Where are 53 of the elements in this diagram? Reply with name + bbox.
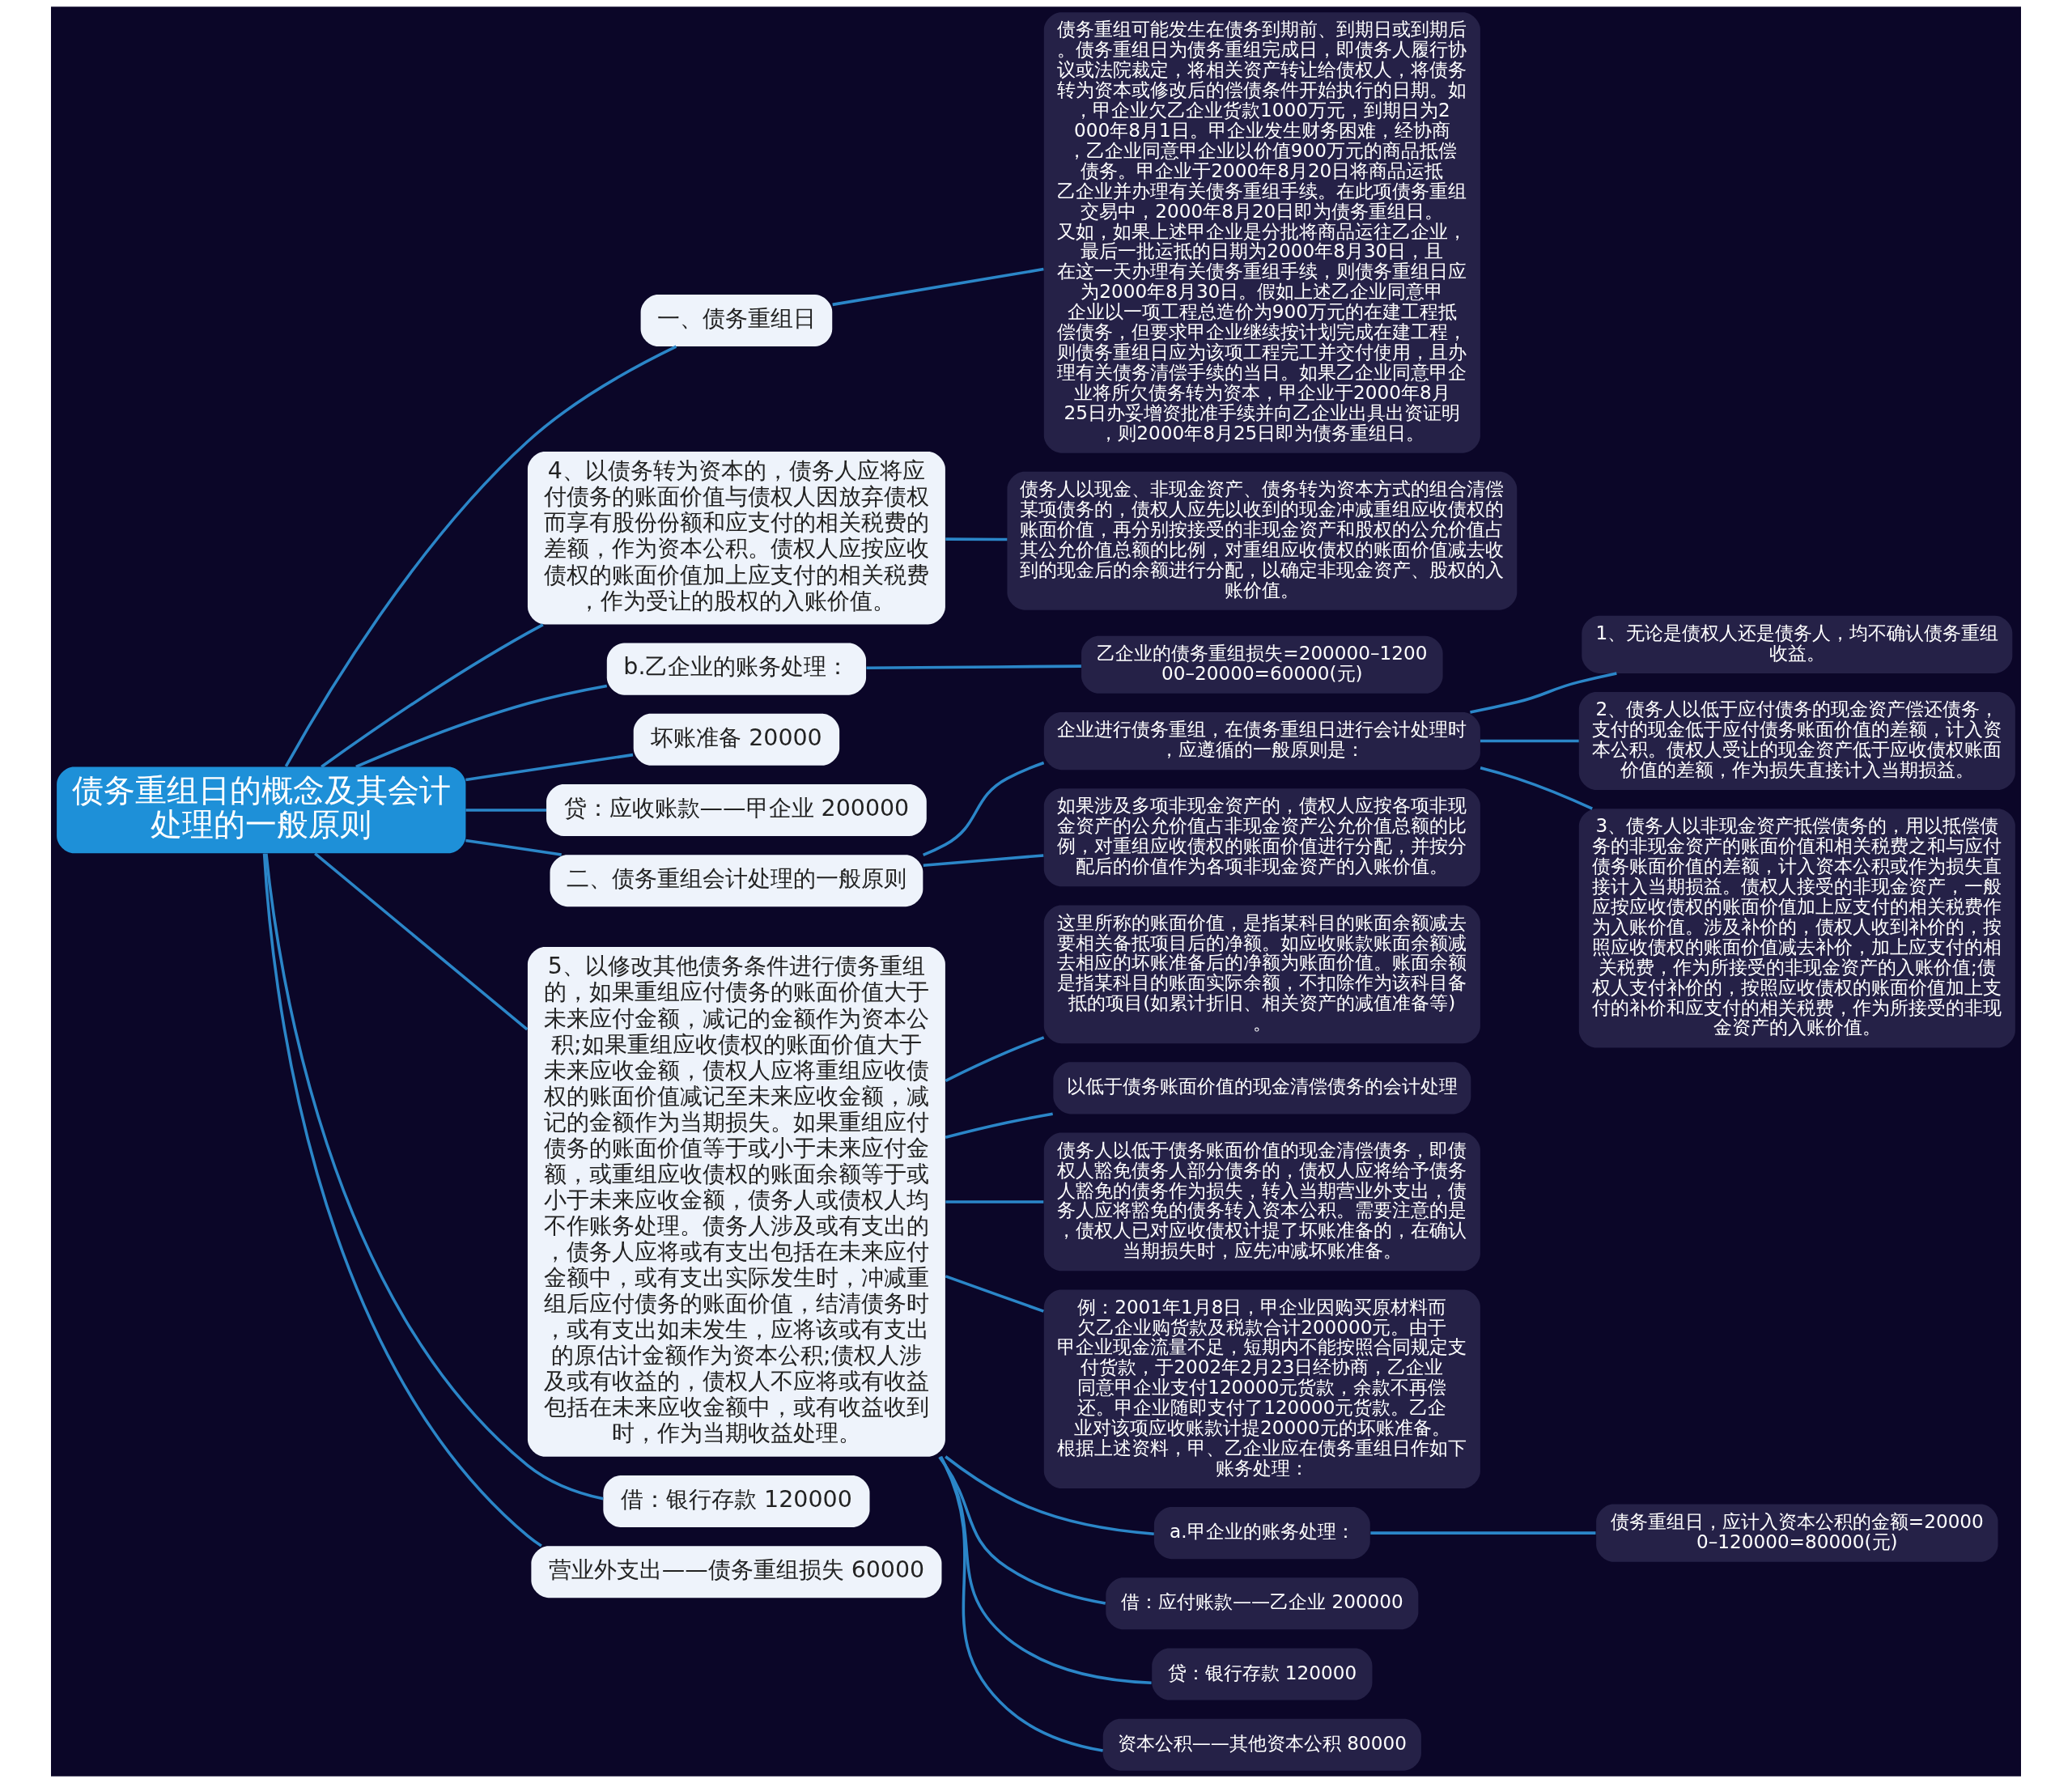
connector	[314, 852, 529, 1031]
connector	[355, 684, 608, 769]
connector	[1470, 672, 1617, 714]
node-box: 3、债务人以非现金资产抵偿债务的，用以抵偿债务的非现金资产的账面价值和相关税费之和与应付债务账面价值的差额，计入资本公积或作为损失直接计入当期损益。债权人接受的非现金资产，一般应按应收债权的账面价值加上应支付的相关税费作为入账价值。涉及补价的，债权人收到补价的，按照应收债权的账面价值减去补价，加上应支付的相关税费，作为所接受的非现金资产的入账价值;债权人支付补价的，按照应收债权的账面价值加上支付的补价和应支付的相关税费，作为所接受的非现金资产的入账价值。	[1578, 809, 2015, 1048]
connector	[939, 1456, 1103, 1752]
node-box: 2、债务人以低于应付债务的现金资产偿还债务，支付的现金低于应付债务账面价值的差额，计入资本公积。债权人受让的现金资产低于应收债权账面价值的差额，作为损失直接计入当期损益。	[1578, 692, 2015, 791]
node-box: b.乙企业的账务处理：	[606, 643, 867, 695]
connector	[262, 853, 542, 1547]
connector	[945, 537, 1008, 541]
node-box: 一、债务重组日	[640, 295, 833, 347]
node-box: 乙企业的债务重组损失=200000–120000–20000=60000(元)	[1081, 635, 1443, 694]
connector	[939, 1456, 1152, 1685]
connector	[923, 854, 1044, 867]
connector	[1480, 766, 1593, 810]
node-box: 贷：银行存款 120000	[1152, 1648, 1373, 1700]
connector	[922, 761, 1045, 857]
connector	[1370, 1531, 1596, 1535]
connector	[265, 853, 604, 1501]
node-box: 5、以修改其他债务条件进行债务重组的，如果重组应付债务的账面价值大于未来应付金额，减记的金额作为资本公积;如果重组应收债权的账面价值大于未来应收金额，债权人应将重组应收债权的账面价值减记至未来应收金额，减记的金额作为当期损失。如果重组应付债务的账面价值等于或小于未来应付金额，或重组应收债权的账面余额等于或小于未来应收金额，债务人或债权人均不作账务处理。债务人涉及或有支出的，债务人应将或有支出包括在未来应付金额中，或有支出实际发生时，冲减重组后应付债务的账面价值，结清债务时，或有支出如未发生，应将该或有支出的原估计金额作为资本公积;债权人涉及或有收益的，债权人不应将或有收益包括在未来应收金额中，或有收益收到时，作为当期收益处理。	[527, 947, 945, 1457]
node-box: 债务重组可能发生在债务到期前、到期日或到期后。债务重组日为债务重组完成日，即债务人履行协议或法院裁定，将相关资产转让给债权人，将债务转为资本或修改后的偿债条件开始执行的日期。如，甲企业欠乙企业货款1000万元，到期日为2000年8月1日。甲企业发生财务困难，经协商，乙企业同意甲企业以价值900万元的商品抵偿债务。甲企业于2000年8月20日将商品运抵乙企业并办理有关债务重组手续。在此项债务重组交易中，2000年8月20日即为债务重组日。又如，如果上述甲企业是分批将商品运往乙企业，最后一批运抵的日期为2000年8月30日，且在这一天办理有关债务重组手续，则债务重组日应为2000年8月30日。假如上述乙企业同意甲企业以一项工程总造价为900万元的在建工程抵偿债务，但要求甲企业继续按计划完成在建工程，则债务重组日应为该项工程完工并交付使用，且办理有关债务清偿手续的当日。如果乙企业同意甲企业将所欠债务转为资本，甲企业于2000年8月25日办妥增资批准手续并向乙企业出具出资证明，则2000年8月25日即为债务重组日。	[1043, 12, 1480, 453]
connector	[945, 1455, 1154, 1535]
connector	[945, 1275, 1044, 1313]
node-box: 4、以债务转为资本的，债务人应将应付债务的账面价值与债权人因放弃债权而享有股份份额和应支付的相关税费的差额，作为资本公积。债权人应按应收债权的账面价值加上应支付的相关税费，作为受让的股权的入账价值。	[527, 451, 945, 625]
node-box: 贷：应收账款——甲企业 200000	[546, 783, 927, 836]
node-box: 二、债务重组会计处理的一般原则	[550, 855, 923, 907]
node-box: 债务重组日，应计入资本公积的金额=200000–120000=80000(元)	[1596, 1504, 1998, 1562]
connector	[945, 1036, 1045, 1082]
connector	[321, 623, 544, 768]
node-box: 债务人以低于债务账面价值的现金清偿债务，即债权人豁免债务人部分债务的，债权人应将给予债务人豁免的债务作为损失，转入当期营业外支出，债务人应将豁免的债务转入资本公积。需要注意的是，债权人已对应收债权计提了坏账准备的，在确认当期损失时，应先冲减坏账准备。	[1043, 1132, 1480, 1271]
node-box: 例：2001年1月8日，甲企业因购买原材料而欠乙企业购货款及税款合计200000元。由于甲企业现金流量不足，短期内不能按照合同规定支付货款，于2002年2月23日经协商，乙企业同意甲企业支付120000元货款，余款不再偿还。甲企业随即支付了120000元货款。乙企业对该项应收账款计提20000元的坏账准备。根据上述资料，甲、乙企业应在债务重组日作如下账务处理：	[1043, 1289, 1480, 1488]
node-box: 以低于债务账面价值的现金清偿债务的会计处理	[1053, 1062, 1471, 1114]
node-box: 企业进行债务重组，在债务重组日进行会计处理时，应遵循的一般原则是：	[1043, 712, 1480, 771]
node-box: 借：应付账款——乙企业 200000	[1106, 1577, 1419, 1630]
node-box: 如果涉及多项非现金资产的，债权人应按各项非现金资产的公允价值占非现金资产公允价值总额的比例，对重组应收债权的账面价值进行分配，并按分配后的价值作为各项非现金资产的入账价值。	[1043, 788, 1480, 887]
connector	[465, 753, 634, 782]
node-box: a.甲企业的账务处理：	[1153, 1507, 1370, 1560]
node-box: 债务人以现金、非现金资产、债务转为资本方式的组合清偿某项债务的，债权人应先以收到的现金冲减重组应收债权的账面价值，再分别按接受的非现金资产和股权的公允价值占其公允价值总额的比例，对重组应收债权的账面价值减去收到的现金后的余额进行分配，以确定非现金资产、股权的入账价值。	[1007, 471, 1518, 610]
node-box: 坏账准备 20000	[633, 713, 840, 766]
connector	[284, 345, 677, 767]
connector	[945, 1200, 1044, 1204]
connector	[938, 1456, 1106, 1605]
connector	[1480, 739, 1579, 743]
node-box: 营业外支出——债务重组损失 60000	[531, 1546, 942, 1598]
node-box: 债务重组日的概念及其会计处理的一般原则	[57, 766, 466, 854]
node-box: 借：银行存款 120000	[603, 1475, 870, 1528]
connector	[465, 809, 546, 812]
connector	[866, 664, 1081, 670]
node-box: 资本公积——其他资本公积 80000	[1102, 1718, 1421, 1771]
connector	[832, 267, 1044, 307]
connector	[945, 1112, 1053, 1140]
node-box: 1、无论是债权人还是债务人，均不确认债务重组收益。	[1582, 615, 2013, 673]
node-box: 这里所称的账面价值，是指某科目的账面余额减去要相关备抵项目后的净额。如应收账款账面余额减去相应的坏账准备后的净额为账面价值。账面余额是指某科目的账面实际余额，不扣除作为该科目备抵的项目(如累计折旧、相关资产的减值准备等)。	[1043, 905, 1480, 1044]
connector	[465, 838, 562, 856]
